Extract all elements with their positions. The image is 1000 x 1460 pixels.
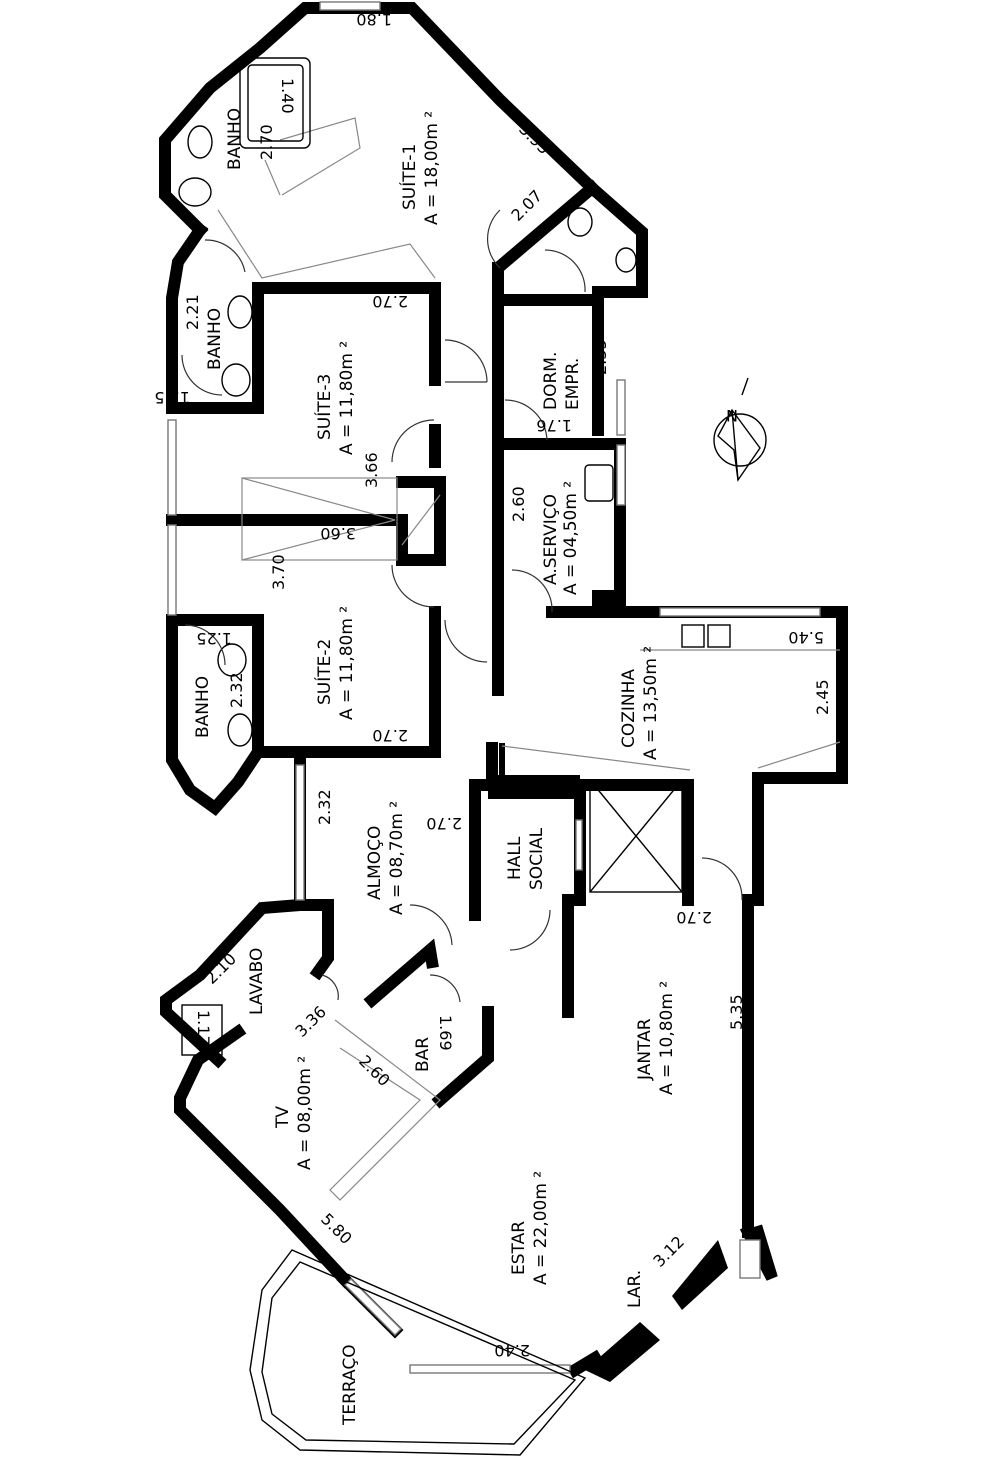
label-almoco: ALMOÇO [365, 826, 385, 900]
label-banho1: BANHO [225, 108, 245, 170]
label-lavabo: LAVABO [247, 948, 267, 1015]
label-cozinha-area: A = 13,50m ² [641, 646, 661, 760]
dim-label: 3.36 [291, 1002, 330, 1041]
label-jantar-area: A = 10,80m ² [657, 981, 677, 1095]
walls [159, 2, 848, 1379]
dim-label: 2.32 [227, 672, 246, 708]
label-suite3-area: A = 11,80m ² [337, 341, 357, 455]
label-servico-area: A = 04,50m ² [561, 481, 581, 595]
dimension-labels: 1.80 1.40 2.70 3.93 2.07 2.21 1.25 2.70 … [154, 10, 832, 1360]
dim-label: 2.32 [315, 789, 334, 825]
label-terraco: TERRAÇO [340, 1344, 360, 1426]
label-suite2-area: A = 11,80m ² [337, 606, 357, 720]
label-hall: HALL [505, 836, 525, 880]
dim-label: 3.70 [269, 554, 288, 590]
interior-lines [178, 57, 841, 1201]
dim-label: 2.40 [494, 1341, 530, 1360]
dim-label: 2.60 [509, 486, 528, 522]
label-suite2: SUÍTE-2 [313, 639, 335, 705]
dim-label: 2.60 [355, 1051, 394, 1090]
dim-label: 2.70 [676, 908, 712, 927]
dim-label: 3.60 [320, 524, 356, 543]
terrace [249, 1249, 587, 1456]
dim-label: 5.80 [317, 1209, 356, 1248]
dim-label: 3.66 [362, 452, 381, 488]
dim-label: 1.25 [154, 388, 190, 407]
room-labels: SUÍTE-1 A = 18,00m ² BANHO BANHO BANHO S… [193, 108, 677, 1426]
label-estar: ESTAR [509, 1221, 529, 1275]
dim-label: 5.35 [727, 994, 746, 1030]
dim-label: 1.76 [536, 416, 572, 435]
dim-label: 5.40 [788, 628, 824, 647]
dim-label: 2.70 [372, 726, 408, 745]
dim-label: 2.70 [257, 124, 276, 160]
doors [181, 209, 743, 1003]
label-hall-2: SOCIAL [527, 827, 547, 890]
dim-label: 1.80 [356, 10, 392, 29]
label-banho3: BANHO [205, 308, 225, 370]
north-arrow-icon: N [713, 377, 767, 482]
label-cozinha: COZINHA [619, 669, 639, 748]
label-dorm-2: EMPR. [563, 358, 583, 410]
label-suite1-area: A = 18,00m ² [422, 111, 442, 225]
label-dorm: DORM. [541, 352, 561, 410]
label-tv-area: A = 08,00m ² [295, 1056, 315, 1170]
label-tv: TV [273, 1106, 293, 1129]
dim-label: 2.07 [507, 186, 546, 225]
label-suite1: SUÍTE-1 [398, 144, 420, 210]
dim-label: 1.17 [194, 1010, 213, 1046]
north-label: N [726, 406, 738, 425]
dim-label: 2.10 [201, 949, 240, 988]
windows [167, 1, 821, 1374]
dim-label: 3.12 [649, 1232, 688, 1271]
dim-label: 2.70 [426, 814, 462, 833]
label-jantar: JANTAR [635, 1018, 655, 1081]
label-suite3: SUÍTE-3 [313, 374, 335, 440]
dim-label: 2.70 [372, 292, 408, 311]
pillars [488, 590, 728, 1382]
dim-label: 1.25 [196, 629, 232, 648]
label-lar: LAR. [625, 1270, 645, 1308]
dim-label: 1.69 [436, 1015, 455, 1051]
dim-label: 2.35 [591, 339, 610, 375]
label-banho2: BANHO [193, 676, 213, 738]
dim-label: 2.21 [183, 294, 202, 330]
dim-label: 1.40 [278, 78, 297, 114]
dim-label: 2.45 [813, 679, 832, 715]
label-servico: A.SERVIÇO [541, 494, 561, 585]
label-almoco-area: A = 08,70m ² [387, 801, 407, 915]
label-bar: BAR [413, 1037, 433, 1072]
label-estar-area: A = 22,00m ² [531, 1171, 551, 1285]
